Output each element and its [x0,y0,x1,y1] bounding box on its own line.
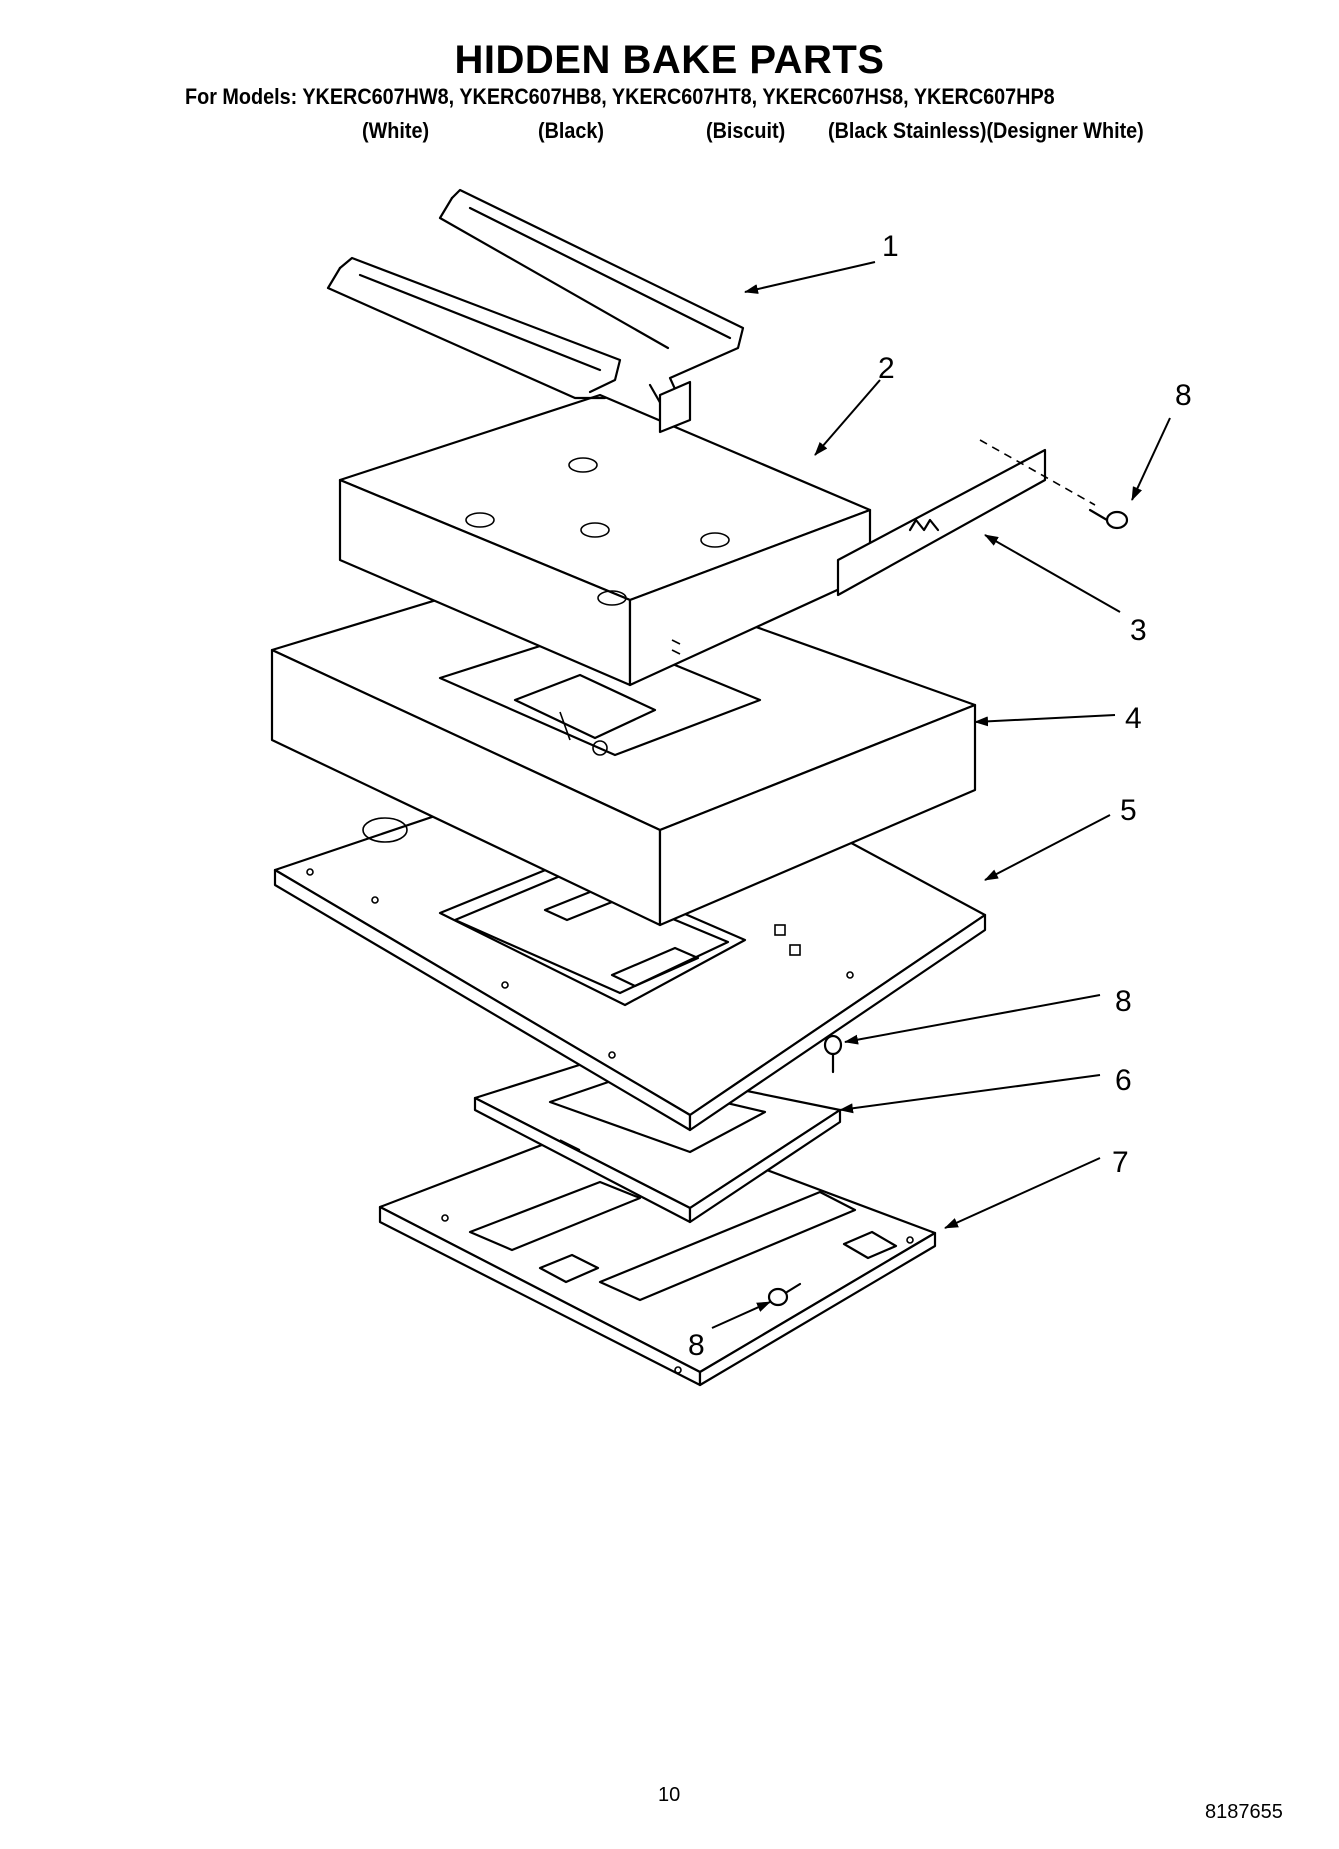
part-bottom-panel [378,1113,937,1387]
callout-2: 2 [878,352,895,385]
color-stainless-designer: (Black Stainless)(Designer White) [828,118,1144,143]
color-biscuit: (Biscuit) [706,118,786,143]
screw-bottom [767,1282,802,1307]
callout-5: 5 [1120,794,1137,827]
screw-middle [823,1034,843,1074]
models-line: For Models: YKERC607HW8, YKERC607HB8, YK… [185,84,1055,109]
part-heat-plate [338,393,872,687]
callout-6: 6 [1115,1064,1132,1097]
screw-top-right [1088,508,1129,530]
color-black: (Black) [538,118,605,143]
part-tray [473,1058,842,1224]
callout-7: 7 [1112,1146,1129,1179]
callout-8-top: 8 [1175,379,1192,412]
callout-8-middle: 8 [1115,985,1132,1018]
leader-arrows [711,261,1171,1329]
part-bracket [836,439,1096,597]
callout-3: 3 [1130,614,1147,647]
part-insulation-box [270,558,977,927]
callout-1: 1 [882,230,899,263]
callout-8-bottom: 8 [688,1329,705,1362]
callout-4: 4 [1125,702,1142,735]
document-number: 8187655 [1205,1801,1283,1823]
color-white: (White) [362,118,430,143]
part-bake-element [326,188,745,434]
page-title: HIDDEN BAKE PARTS [454,38,885,82]
page-number: 10 [658,1784,681,1806]
